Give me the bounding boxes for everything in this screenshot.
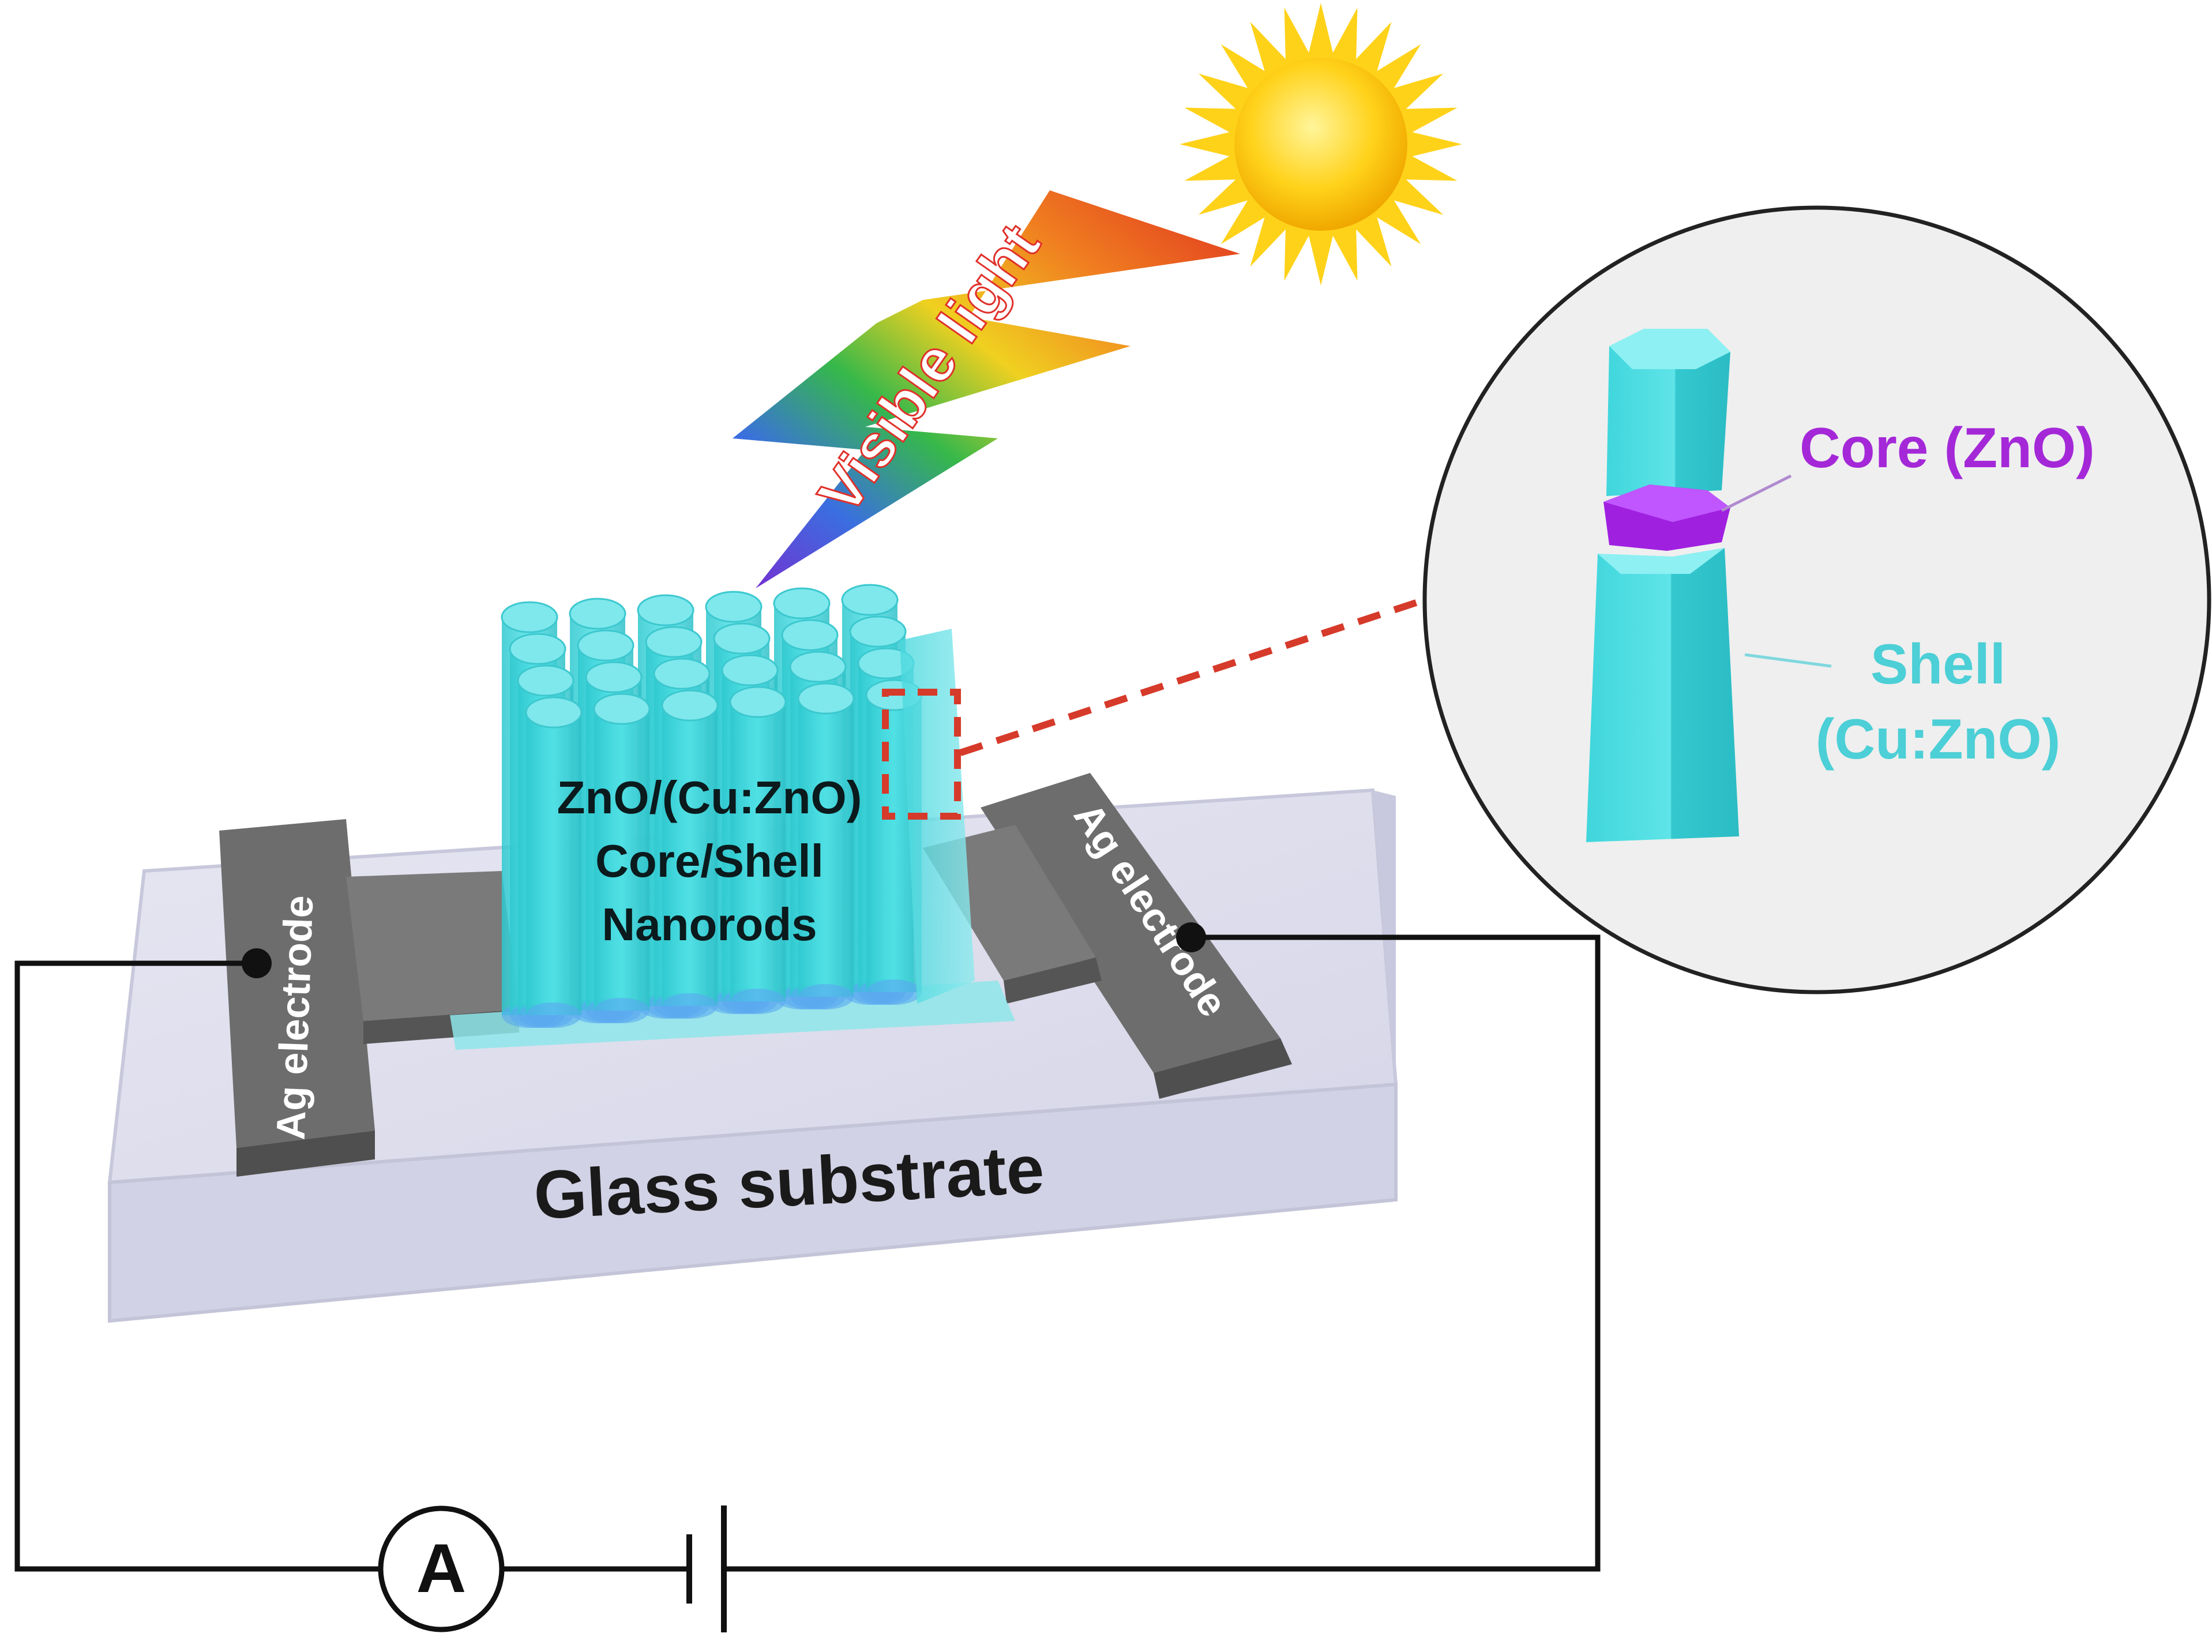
- nanorod-top: [653, 658, 711, 690]
- left-contact-dot: [242, 948, 272, 978]
- ammeter-label: A: [416, 1530, 467, 1607]
- nanorod-top: [593, 693, 651, 725]
- nanorod-top: [705, 591, 763, 623]
- ag-electrode-left-label: Ag electrode: [268, 895, 322, 1140]
- nanorod-top: [501, 601, 558, 633]
- zoom-box: [882, 689, 961, 820]
- nanorod-top: [637, 594, 694, 626]
- nanorod-base: [730, 989, 786, 1014]
- zoom-rod-upper: [1606, 329, 1730, 496]
- core-leader: [1721, 474, 1792, 512]
- right-contact-dot: [1176, 922, 1206, 952]
- zoom-circle: Core (ZnO) Shell (Cu:ZnO): [1422, 205, 2211, 994]
- nanorod: [594, 709, 649, 1011]
- visible-light-bolt: Visible light: [733, 190, 1240, 588]
- circuit: [14, 934, 1601, 1572]
- nanorod-top: [645, 626, 703, 658]
- nanorod-top: [509, 633, 566, 665]
- nanorod-top: [661, 689, 719, 722]
- shell-label-line1: Shell: [1871, 632, 2006, 696]
- nanorod: [662, 705, 718, 1006]
- nanorod-top: [517, 664, 574, 697]
- nanorod-top: [841, 584, 899, 616]
- zoom-line: [959, 596, 1426, 756]
- nanorod-label-line1: ZnO/(Cu:ZnO): [557, 772, 862, 823]
- wire-left: [14, 960, 381, 1572]
- nanorod-top: [781, 619, 839, 651]
- zoom-rod-lower: [1586, 548, 1739, 842]
- core-label: Core (ZnO): [1800, 416, 2095, 479]
- nanorod-base: [866, 979, 922, 1005]
- shell-label-line2: (Cu:ZnO): [1816, 707, 2061, 771]
- nanorod-label-line2: Core/Shell: [595, 835, 824, 887]
- nanorod-label-line3: Nanorods: [602, 899, 817, 950]
- nanorod-top: [721, 654, 779, 686]
- nanorod-base: [526, 1003, 581, 1028]
- shell-leader: [1744, 653, 1832, 668]
- nanorod-base: [798, 984, 854, 1009]
- nanorod: [526, 712, 581, 1015]
- nanorod: [798, 699, 854, 997]
- nanorod-base: [662, 993, 718, 1019]
- nanorod-top: [729, 686, 787, 718]
- nanorod-top: [797, 682, 855, 715]
- nanorod-base: [594, 998, 649, 1023]
- nanorod-top: [585, 661, 643, 693]
- nanorod-top: [789, 651, 847, 683]
- sun-icon: [1180, 3, 1462, 286]
- zoom-core: [1603, 485, 1730, 551]
- nanorod-top: [773, 587, 831, 620]
- battery-icon: [686, 1505, 727, 1632]
- zoom-callout: [882, 596, 1426, 820]
- nanorod-top: [577, 629, 634, 662]
- nanorod-top: [849, 615, 907, 648]
- nanorod-label: ZnO/(Cu:ZnO) Core/Shell Nanorods: [557, 772, 862, 950]
- wire-right: [724, 934, 1601, 1572]
- nanorod-top: [569, 598, 626, 630]
- ammeter-icon: A: [378, 1505, 505, 1632]
- nanorod-top: [525, 696, 583, 729]
- nanorod-top: [713, 622, 771, 655]
- nanorod: [730, 702, 786, 1001]
